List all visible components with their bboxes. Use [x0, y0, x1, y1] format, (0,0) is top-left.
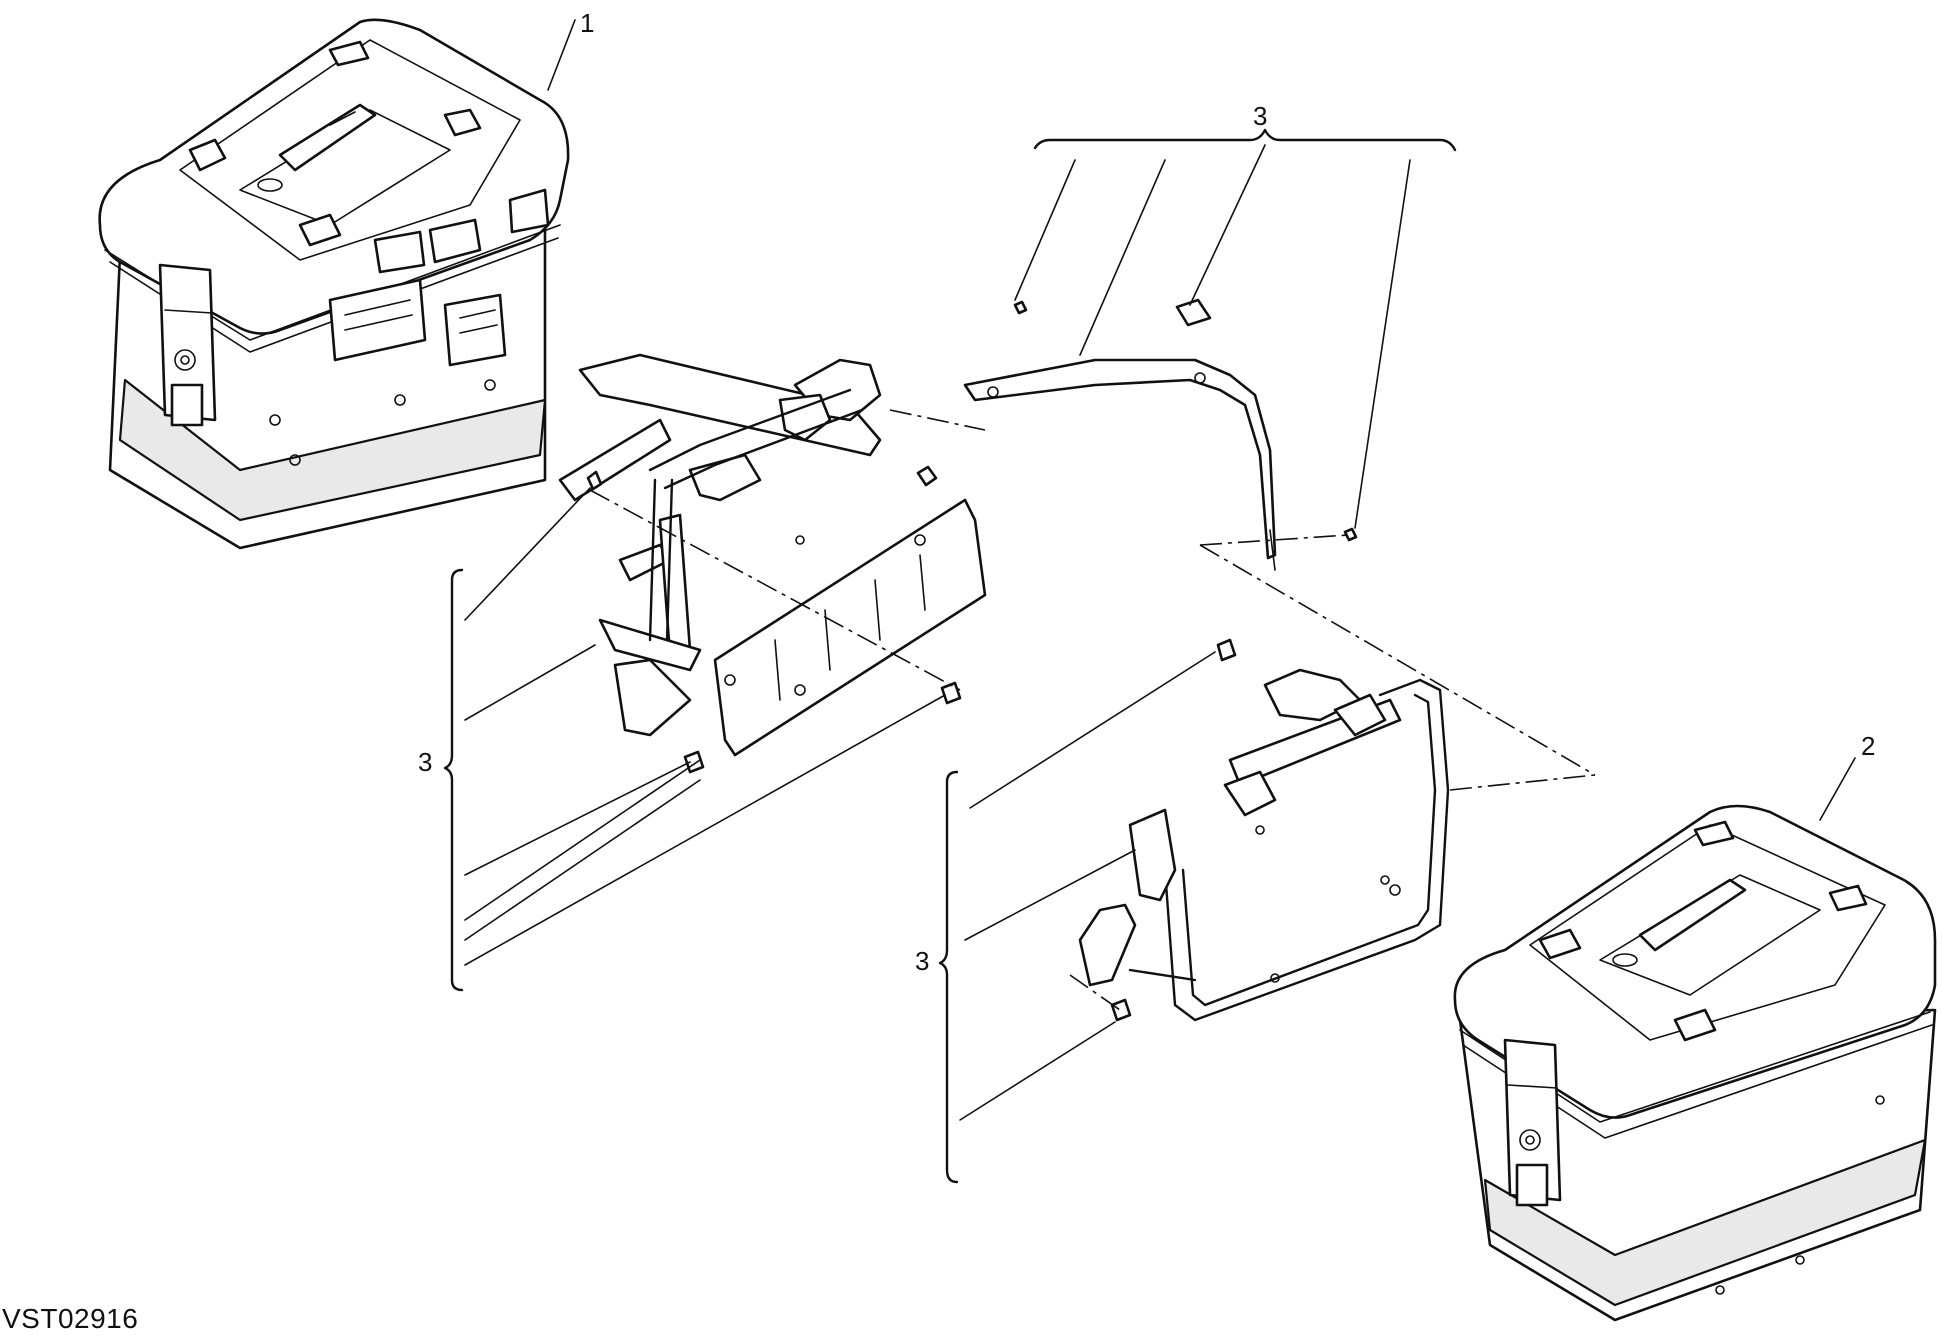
bracket-assembly-left [558, 353, 987, 774]
assembly-centerlines [589, 409, 1596, 1011]
callout-3-top: 3 [1253, 101, 1267, 131]
callout-2: 2 [1861, 731, 1875, 761]
leader-lines [443, 19, 1856, 1184]
side-case-left [98, 18, 570, 550]
callout-1: 1 [580, 8, 594, 38]
bracket-assembly-right [1078, 638, 1450, 1022]
side-case-right [1453, 804, 1937, 1322]
drawing-code: VST02916 [2, 1303, 139, 1334]
upper-support-bar [963, 298, 1358, 571]
callout-3-left: 3 [418, 747, 432, 777]
callout-3-right: 3 [915, 946, 929, 976]
